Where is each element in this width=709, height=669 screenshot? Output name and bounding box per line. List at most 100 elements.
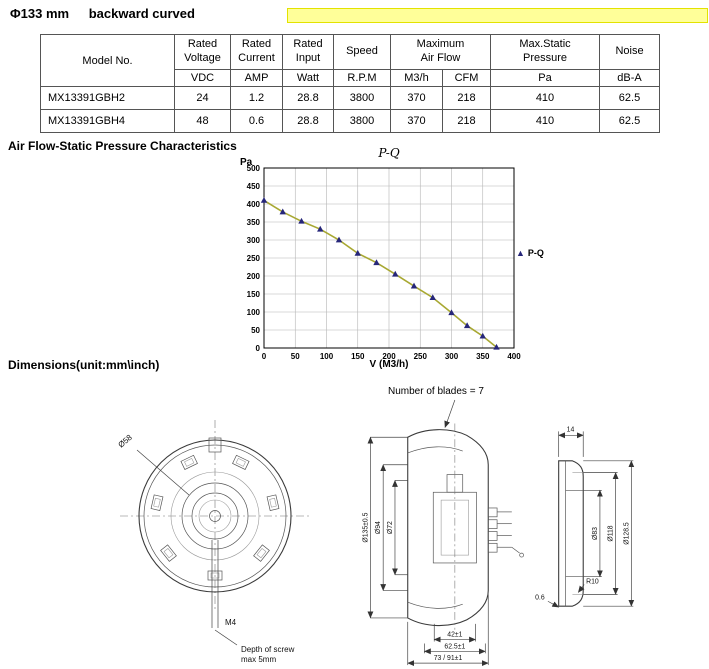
blade-clip [180,454,198,470]
legend-marker-icon: ▲ [516,247,525,258]
voltage-value: 48 [174,109,231,133]
dim-label-7391: 73 / 91±1 [434,655,463,662]
chart-section-title: Air Flow-Static Pressure Characteristics [8,139,237,153]
dimensions-section-title: Dimensions(unit:mm\inch) [8,358,160,372]
dim-label-06: 0.6 [535,594,545,601]
impeller-outer-circle [138,439,292,593]
dim-label-d1285: Ø128.5 [623,522,630,545]
svg-text:150: 150 [351,352,365,361]
svg-text:350: 350 [476,352,490,361]
blades-note-leader [444,399,456,428]
airflow-cfm: 218 [442,109,491,133]
spec-table: Model No. Rated Voltage Rated Current Ra… [40,34,660,133]
chart-title: P-Q [378,146,400,160]
dim-label-d72: Ø72 [387,521,394,534]
front-view-drawing: Ø58 M4 Depth of screw max 5mm [117,420,310,664]
cable-exit-keyway [208,437,222,453]
blade-inner-contour-bottom [407,601,463,609]
terminal-block [487,531,498,541]
screw-note-leader [214,629,238,646]
svg-text:50: 50 [291,352,300,361]
side-profile-outline [558,460,584,607]
fan-type: backward curved [88,6,195,21]
input-value: 28.8 [282,109,334,133]
terminal-block [487,507,498,518]
col-header-airflow: Maximum Air Flow [390,34,491,70]
airflow-m3h: 370 [390,86,443,110]
chart-legend: ▲ P-Q [516,248,544,258]
col-header-model: Model No. [40,34,175,87]
screw-note-line2: max 5mm [241,655,276,664]
yellow-highlight-bar [287,8,708,23]
svg-text:250: 250 [247,254,261,263]
svg-text:250: 250 [414,352,428,361]
screw-note-line1: Depth of screw [241,645,295,654]
impeller-inner-rim [143,444,287,588]
svg-text:200: 200 [382,352,396,361]
blade-clip [150,494,164,511]
d58-leader-line [136,449,190,496]
col-header-pressure: Max.Static Pressure [490,34,600,70]
fan-diameter: Φ133 mm [10,6,70,21]
svg-text:100: 100 [320,352,334,361]
svg-text:350: 350 [247,218,261,227]
pressure-value: 410 [490,109,600,133]
dim-label-14: 14 [567,426,575,433]
table-row: MX13391GBH4 48 0.6 28.8 3800 370 218 410… [40,109,660,133]
svg-text:300: 300 [445,352,459,361]
svg-text:450: 450 [247,182,261,191]
dim-label-42: 42±1 [447,632,462,639]
svg-text:300: 300 [247,236,261,245]
svg-text:200: 200 [247,272,261,281]
voltage-value: 24 [174,86,231,110]
inlet-circle-58 [181,482,249,550]
unit-dba: dB-A [599,69,660,87]
svg-text:150: 150 [247,290,261,299]
page-title: Φ133 mm backward curved [10,6,195,21]
side-view-drawing: 14 Ø83 Ø118 Ø128.5 R10 0.6 [535,426,635,608]
terminal-block [487,519,498,529]
pressure-value: 410 [490,86,600,110]
unit-rpm: R.P.M [333,69,391,87]
impeller-section-outline [407,429,489,627]
legend-label: P-Q [527,248,544,258]
blade-inner-contour-top [407,446,463,454]
table-row: MX13391GBH2 24 1.2 28.8 3800 370 218 410… [40,86,660,110]
speed-value: 3800 [333,109,391,133]
svg-text:0: 0 [256,344,261,353]
dim-label-d83: Ø83 [592,527,599,540]
col-header-current: Rated Current [230,34,283,70]
col-header-input: Rated Input [282,34,334,70]
col-header-noise: Noise [599,34,660,70]
svg-text:400: 400 [507,352,521,361]
dim-label-m4: M4 [225,618,237,627]
dim-label-d58: Ø58 [117,433,135,450]
table-header-row-groups: Model No. Rated Voltage Rated Current Ra… [40,34,660,87]
unit-m3h: M3/h [390,69,443,87]
dim-label-d135: Ø135±0.5 [362,512,369,542]
noise-value: 62.5 [599,86,660,110]
blade-clip [232,454,250,470]
hub-ring [170,471,260,561]
shaft-circle [209,510,221,522]
col-header-speed: Speed [333,34,391,70]
t06-leader [547,600,560,608]
dim-label-d94: Ø94 [375,521,382,534]
y-axis-unit-label: Pa [240,157,253,168]
unit-amp: AMP [230,69,283,87]
terminal-block [487,542,498,553]
hub-circle [191,492,239,540]
unit-vdc: VDC [174,69,231,87]
blades-count-note: Number of blades = 7 [388,386,484,397]
blade-clip [266,494,280,511]
dim-label-d118: Ø118 [608,525,615,541]
col-header-voltage: Rated Voltage [174,34,231,70]
dim-label-r10: R10 [586,579,599,586]
unit-cfm: CFM [442,69,491,87]
x-axis-label: V (M3/h) [369,359,409,370]
blade-clip [253,544,270,562]
current-value: 0.6 [230,109,283,133]
